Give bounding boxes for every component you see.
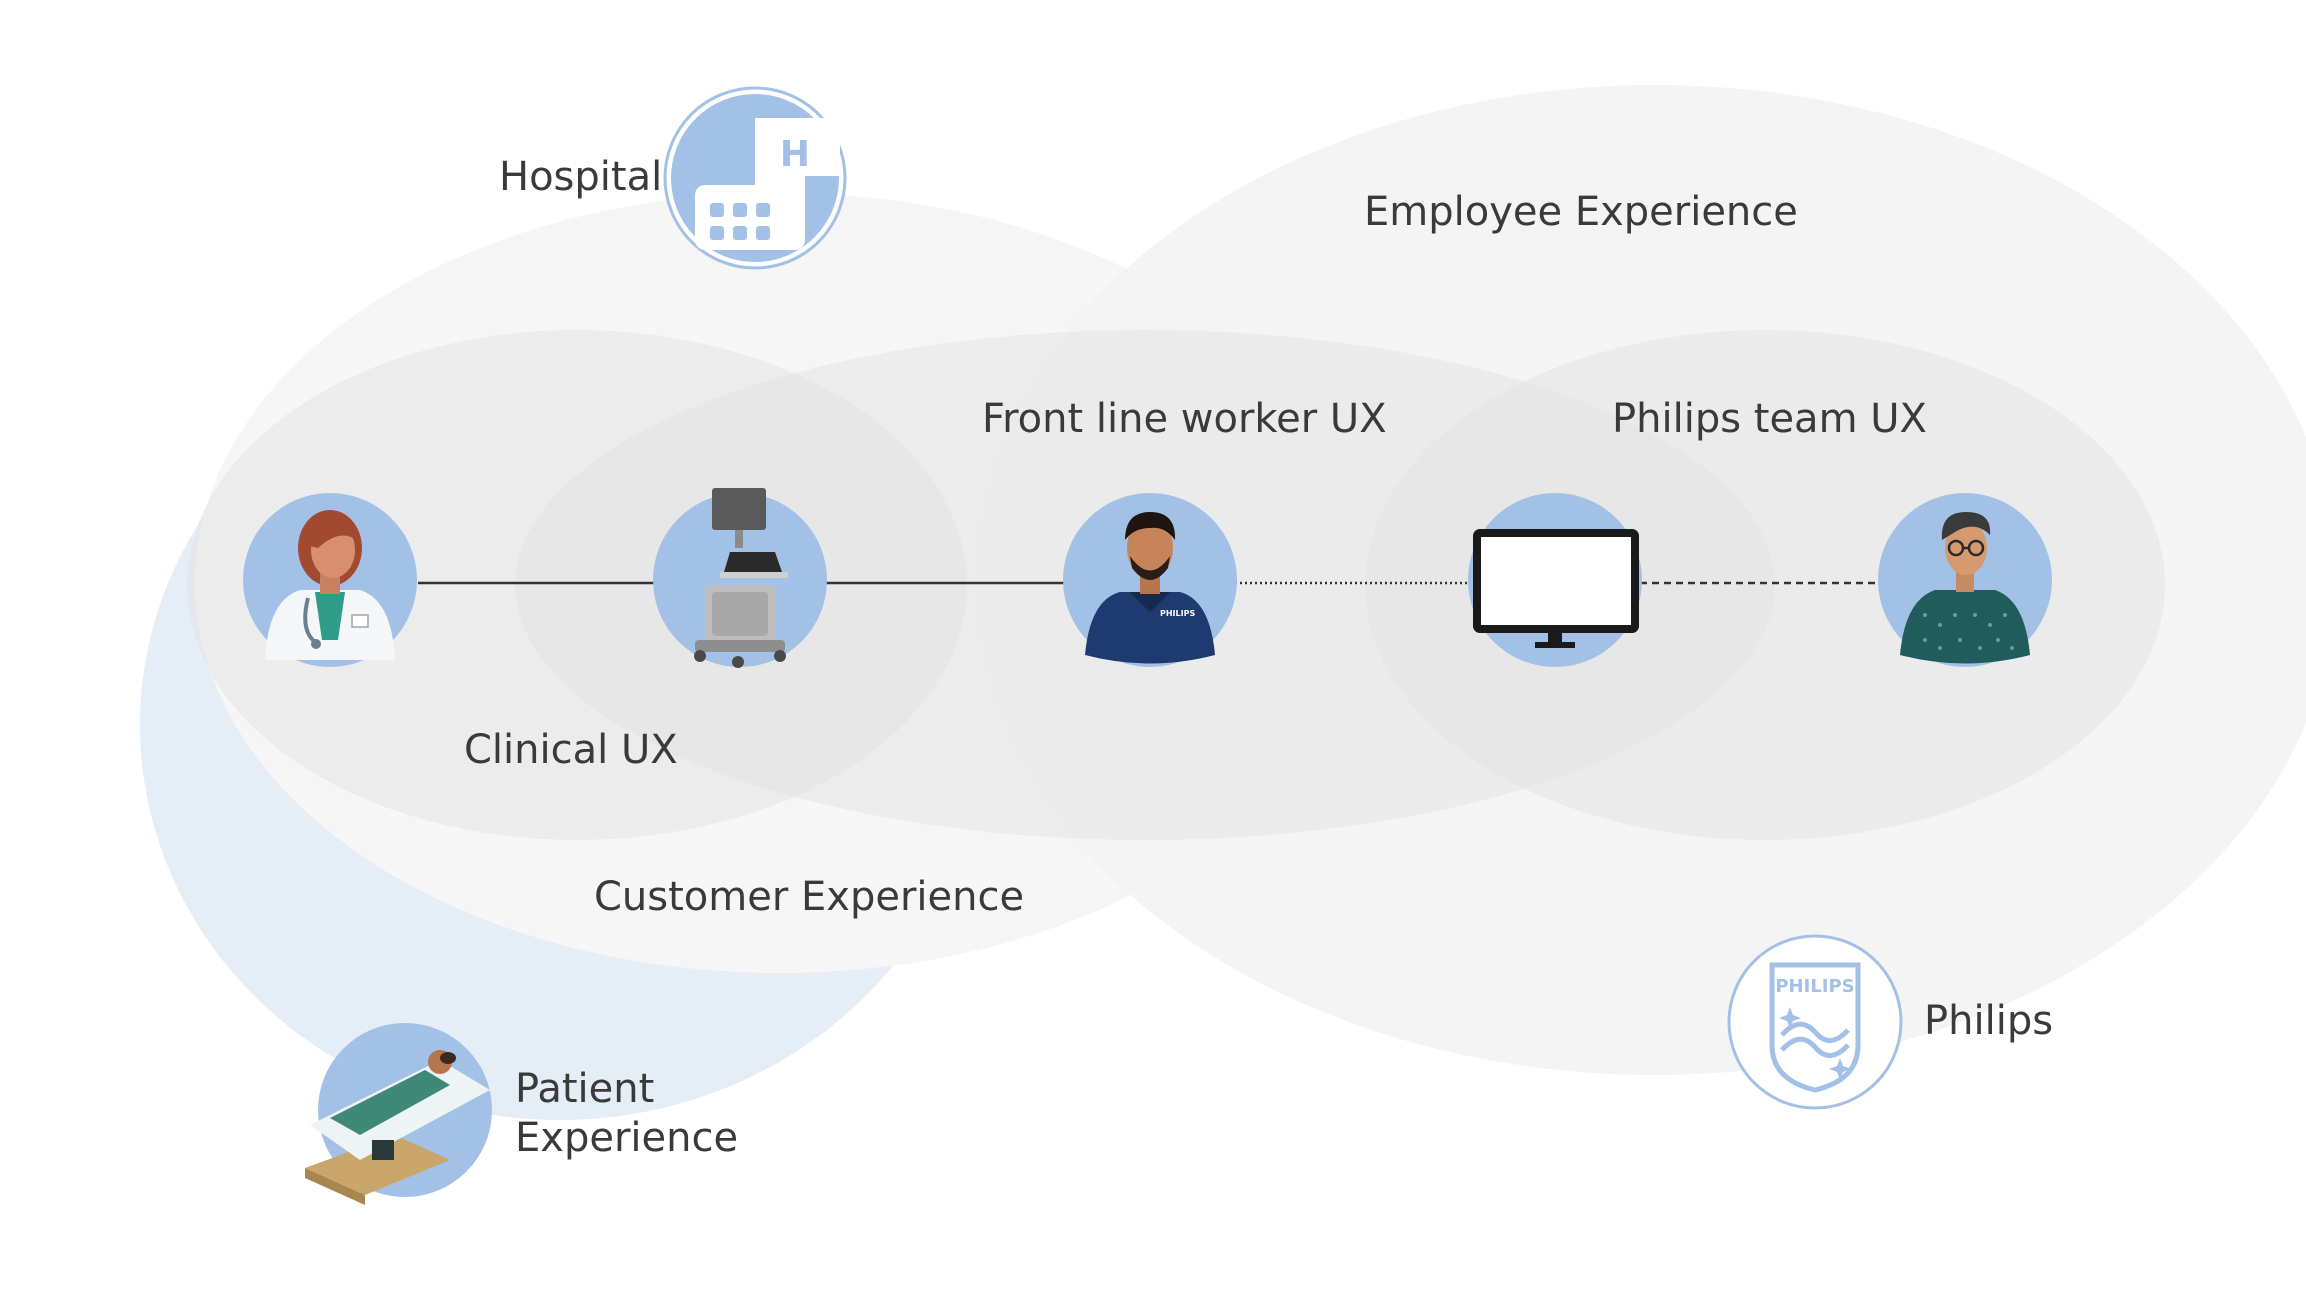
employee-experience-label: Employee Experience bbox=[1364, 189, 1798, 235]
patient-experience-label-line1: Patient bbox=[515, 1066, 654, 1112]
shirt-logo-text: PHILIPS bbox=[1160, 609, 1195, 618]
philips-team-ux-region bbox=[1365, 330, 2165, 840]
doctor-icon bbox=[243, 493, 417, 667]
philips-logo-text: PHILIPS bbox=[1775, 976, 1854, 997]
hospital-sign-text: H bbox=[780, 134, 810, 175]
philips-team-ux-label: Philips team UX bbox=[1612, 396, 1927, 442]
hospital-label: Hospital bbox=[499, 154, 662, 200]
philips-employee-icon bbox=[1878, 493, 2052, 667]
clinical-ux-label: Clinical UX bbox=[464, 727, 678, 773]
philips-shield-logo-icon: PHILIPS bbox=[1727, 934, 1903, 1110]
ultrasound-machine-icon bbox=[653, 488, 827, 668]
front-line-worker-ux-label: Front line worker UX bbox=[982, 396, 1387, 442]
patient-icon bbox=[305, 1023, 492, 1205]
customer-experience-label: Customer Experience bbox=[594, 874, 1024, 920]
philips-label: Philips bbox=[1924, 998, 2053, 1044]
patient-experience-label-line2: Experience bbox=[515, 1115, 738, 1161]
hospital-building-icon: H bbox=[663, 86, 847, 270]
field-service-engineer-icon: PHILIPS bbox=[1063, 493, 1237, 667]
computer-monitor-icon bbox=[1468, 493, 1642, 667]
